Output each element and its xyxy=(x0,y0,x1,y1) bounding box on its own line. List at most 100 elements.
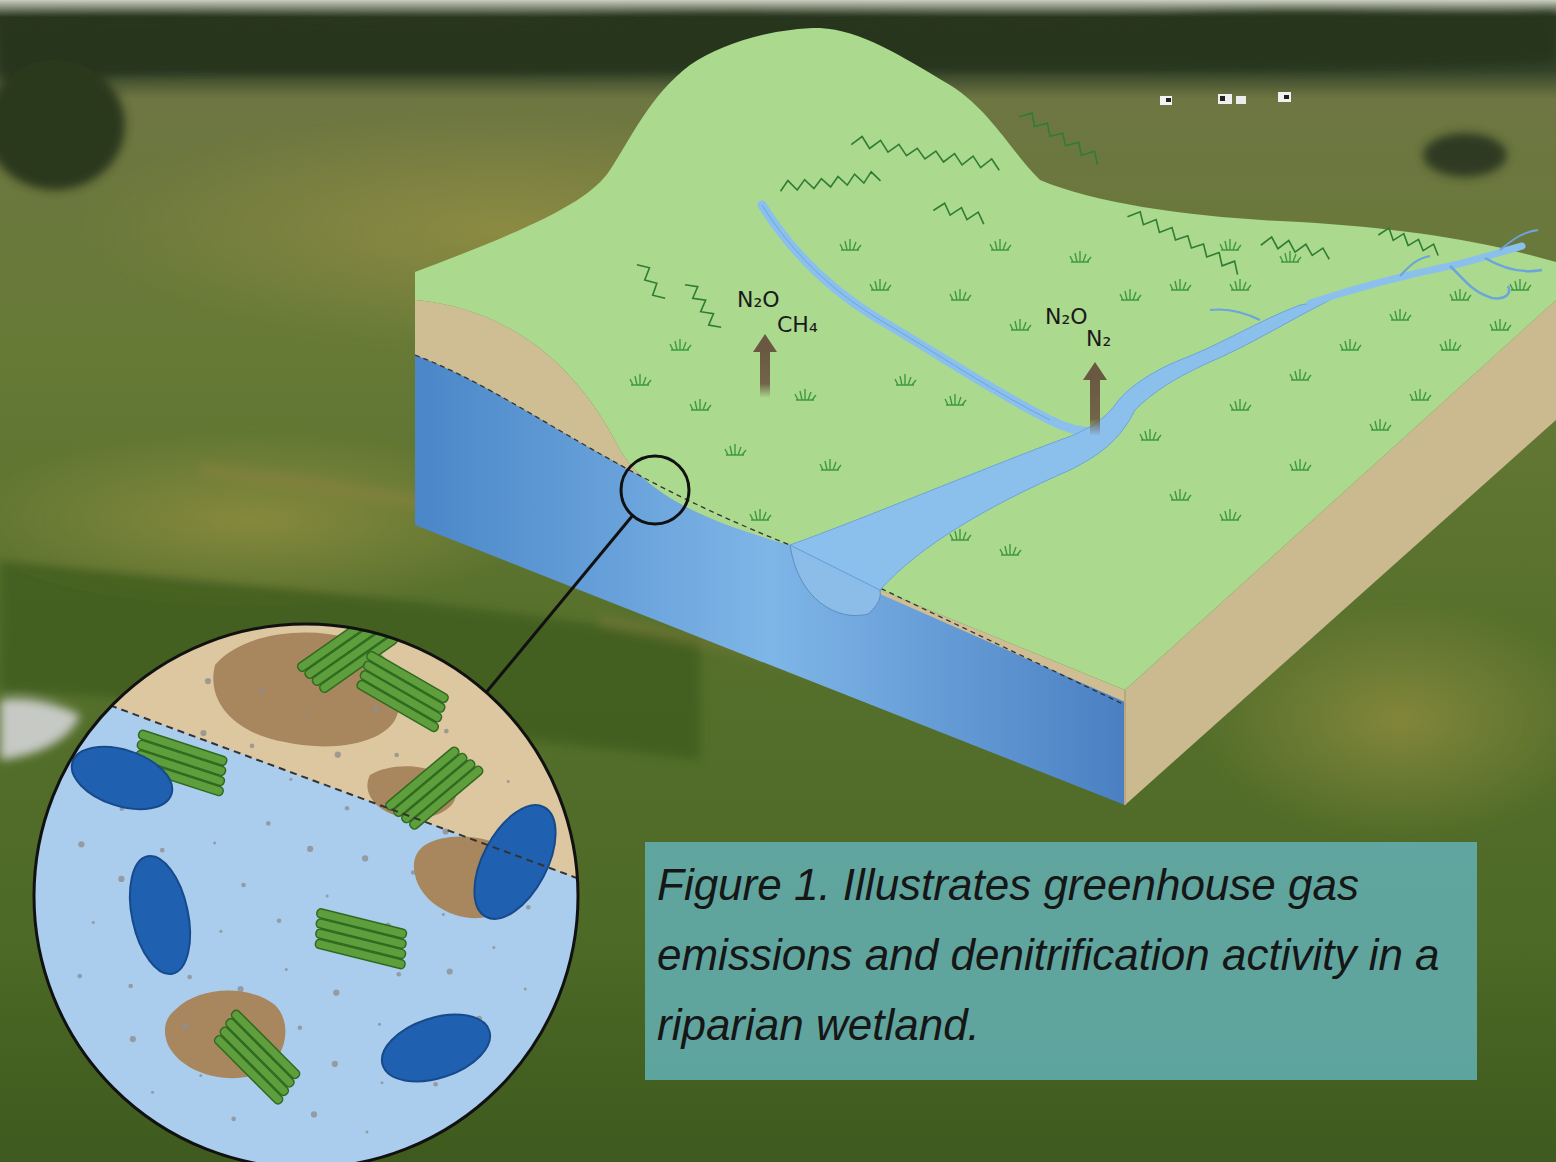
river xyxy=(1450,266,1509,298)
grass-tuft xyxy=(1140,429,1161,440)
river xyxy=(1500,230,1538,250)
sediment-dot xyxy=(237,986,243,992)
grass-tuft xyxy=(1440,339,1461,350)
emission-arrow xyxy=(753,334,777,398)
sediment-dot xyxy=(443,828,449,834)
grass-tuft xyxy=(1510,279,1531,290)
caption-box: Figure 1. Illustrates greenhouse gas emi… xyxy=(645,842,1477,1080)
gas-label: N₂ xyxy=(1086,326,1111,352)
plant-fragment xyxy=(209,1009,306,1106)
emission-arrow xyxy=(1090,378,1100,436)
river xyxy=(1400,256,1430,276)
sediment-dot xyxy=(77,974,82,979)
grass-tuft xyxy=(945,394,966,405)
sediment-dot xyxy=(285,968,288,971)
cows xyxy=(1278,92,1291,102)
sediment-dot xyxy=(187,975,192,980)
block-diagram xyxy=(415,28,1556,805)
grass-tuft xyxy=(1120,289,1141,300)
grass-tuft xyxy=(690,399,711,410)
sediment-dot xyxy=(231,1117,236,1122)
meadow-background xyxy=(0,699,80,760)
grass-tuft xyxy=(725,444,746,455)
grass-tuft xyxy=(840,239,861,250)
cows xyxy=(1160,96,1172,105)
cows xyxy=(1218,94,1232,104)
grass-tuft xyxy=(1450,289,1471,300)
emission-arrow xyxy=(1083,362,1107,436)
grass-tuft xyxy=(1280,251,1301,262)
meadow-background xyxy=(1423,133,1507,177)
grass-tufts xyxy=(630,239,1531,555)
sediment-dot xyxy=(266,821,271,826)
sediment-dot xyxy=(442,913,445,916)
cows xyxy=(1166,98,1171,102)
land-surface xyxy=(415,28,1556,690)
sediment-dot xyxy=(219,930,222,933)
river xyxy=(762,205,1050,420)
grass-tuft xyxy=(870,279,891,290)
zoom-inset xyxy=(20,600,620,1162)
plant-rod xyxy=(400,758,476,824)
sediment-dot xyxy=(332,1061,338,1067)
plant-rod xyxy=(219,1026,290,1097)
bacteria xyxy=(458,792,573,932)
sediment-dot xyxy=(394,753,399,758)
bacteria xyxy=(64,735,180,820)
gas-label: N₂O xyxy=(1045,304,1088,330)
plant-fragment xyxy=(384,742,484,835)
sediment-dot xyxy=(199,1074,202,1077)
ridge-line xyxy=(685,285,721,327)
grass-tuft xyxy=(820,459,841,470)
grass-tuft xyxy=(795,389,816,400)
river xyxy=(1310,246,1522,303)
plant-rod xyxy=(356,679,440,733)
bacteria xyxy=(64,735,572,1094)
sediment-dot xyxy=(200,730,206,736)
grass-tuft xyxy=(750,509,771,520)
sediment-dot xyxy=(447,968,453,974)
grass-tuft xyxy=(1490,319,1511,330)
bacteria xyxy=(373,1002,498,1094)
sediment-dot xyxy=(205,678,211,684)
river xyxy=(762,205,1542,590)
grass-tuft xyxy=(895,374,916,385)
sediment-dot xyxy=(411,870,416,875)
grass-tuft xyxy=(1070,251,1091,262)
sediment-dot xyxy=(380,1081,383,1084)
plant-rod xyxy=(314,939,405,970)
emission-arrow xyxy=(760,350,770,398)
river xyxy=(790,300,1330,590)
ridge-line xyxy=(781,172,881,191)
sediment-dot xyxy=(277,918,282,923)
grass-tuft xyxy=(1220,239,1241,250)
sediment-dot xyxy=(362,855,368,861)
river xyxy=(762,205,1095,432)
emission-arrow xyxy=(1083,362,1107,380)
grass-tuft xyxy=(1390,309,1411,320)
cows xyxy=(1220,96,1225,101)
emission-arrow xyxy=(753,334,777,352)
grass-tuft xyxy=(1410,389,1431,400)
sediment-dot xyxy=(160,848,165,853)
sediment-dot xyxy=(378,1023,381,1026)
sediment-dot xyxy=(345,806,350,811)
sediment-dot xyxy=(92,921,95,924)
sediment-dot xyxy=(311,1111,317,1117)
sediment-dot xyxy=(213,842,216,845)
sediment-dot xyxy=(118,876,124,882)
sediment-dot xyxy=(151,1091,154,1094)
ridge-line xyxy=(1378,228,1438,256)
ridge-line xyxy=(851,137,999,171)
sediment-dot xyxy=(335,752,341,758)
ridge-lines xyxy=(637,113,1438,327)
grass-tuft xyxy=(1290,459,1311,470)
sediment-dot xyxy=(524,987,527,990)
sediment-dot xyxy=(250,744,255,749)
sediment-dot xyxy=(260,688,265,693)
sediment-dot xyxy=(326,895,329,898)
meadow-background xyxy=(0,12,1556,840)
grass-tuft xyxy=(1290,369,1311,380)
grass-tuft xyxy=(1170,489,1191,500)
